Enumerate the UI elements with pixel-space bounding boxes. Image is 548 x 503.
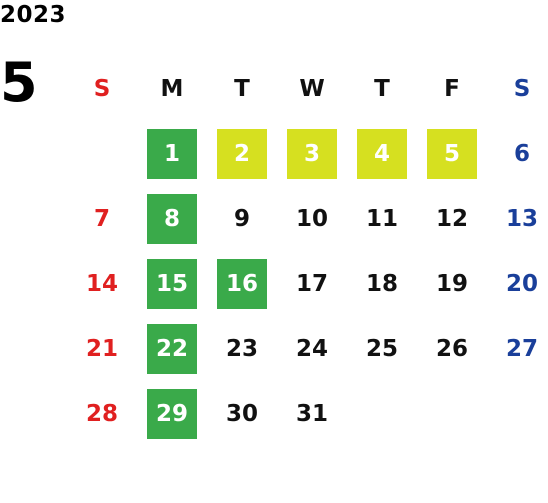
day-number: 27 (505, 335, 538, 362)
calendar-day-cell (67, 121, 137, 186)
calendar-day-cell: 22 (137, 316, 207, 381)
day-number: 26 (435, 335, 468, 362)
weekday-header-thu: T (374, 75, 390, 102)
day-number: 19 (435, 270, 468, 297)
calendar-day-cell (347, 381, 417, 446)
highlighted-day-green: 8 (147, 193, 197, 244)
day-number: 21 (85, 335, 118, 362)
calendar-month: 5 (0, 51, 38, 114)
highlighted-day-yellow: 4 (357, 128, 407, 179)
highlighted-day-yellow: 3 (287, 128, 337, 179)
calendar-day-cell (487, 381, 548, 446)
highlighted-day-yellow: 2 (217, 128, 267, 179)
calendar-day-cell: 13 (487, 186, 548, 251)
calendar-day-cell: 8 (137, 186, 207, 251)
calendar-day-cell: 23 (207, 316, 277, 381)
day-number: 14 (85, 270, 118, 297)
highlighted-day-yellow: 5 (427, 128, 477, 179)
day-number: 18 (365, 270, 398, 297)
day-number: 20 (505, 270, 538, 297)
day-number: 31 (295, 400, 328, 427)
day-number: 7 (93, 205, 110, 232)
day-number: 17 (295, 270, 328, 297)
weekday-header-sat: S (513, 75, 531, 102)
day-number: 13 (505, 205, 538, 232)
calendar-day-cell: 19 (417, 251, 487, 316)
day-number: 6 (513, 140, 530, 167)
highlighted-day-green: 16 (217, 258, 267, 309)
day-number: 9 (233, 205, 250, 232)
day-number: 11 (365, 205, 398, 232)
highlighted-day-green: 1 (147, 128, 197, 179)
calendar-day-cell: 16 (207, 251, 277, 316)
day-number: 23 (225, 335, 258, 362)
day-number: 30 (225, 400, 258, 427)
calendar-day-cell (417, 381, 487, 446)
calendar-day-cell: 27 (487, 316, 548, 381)
calendar-day-cell: 30 (207, 381, 277, 446)
weekday-header-fri: F (444, 75, 460, 102)
calendar-day-cell: 5 (417, 121, 487, 186)
highlighted-day-green: 22 (147, 323, 197, 374)
weekday-header-tue: T (234, 75, 250, 102)
calendar-day-cell: 26 (417, 316, 487, 381)
weekday-header-wed: W (299, 75, 325, 102)
calendar-day-cell: 10 (277, 186, 347, 251)
calendar-day-cell: 6 (487, 121, 548, 186)
calendar-day-cell: 4 (347, 121, 417, 186)
calendar-day-cell: 12 (417, 186, 487, 251)
calendar-day-cell: 7 (67, 186, 137, 251)
highlighted-day-green: 29 (147, 388, 197, 439)
weekday-header-mon: M (160, 75, 184, 102)
calendar-year: 2023 (0, 2, 67, 28)
calendar-day-cell: 24 (277, 316, 347, 381)
calendar-day-cell: 1 (137, 121, 207, 186)
calendar-day-cell: 2 (207, 121, 277, 186)
calendar-day-cell: 29 (137, 381, 207, 446)
day-number: 10 (295, 205, 328, 232)
calendar-day-cell: 17 (277, 251, 347, 316)
highlighted-day-green: 15 (147, 258, 197, 309)
calendar-day-cell: 28 (67, 381, 137, 446)
calendar-day-cell: 21 (67, 316, 137, 381)
day-number: 28 (85, 400, 118, 427)
calendar-day-cell: 14 (67, 251, 137, 316)
day-number: 24 (295, 335, 328, 362)
calendar-day-cell: 11 (347, 186, 417, 251)
calendar-day-cell: 9 (207, 186, 277, 251)
day-number: 12 (435, 205, 468, 232)
calendar-day-cell: 3 (277, 121, 347, 186)
weekday-header-sun: S (93, 75, 111, 102)
calendar-day-cell: 15 (137, 251, 207, 316)
calendar-day-cell: 31 (277, 381, 347, 446)
calendar-day-cell: 18 (347, 251, 417, 316)
calendar-day-cell: 20 (487, 251, 548, 316)
calendar-day-cell: 25 (347, 316, 417, 381)
day-number: 25 (365, 335, 398, 362)
